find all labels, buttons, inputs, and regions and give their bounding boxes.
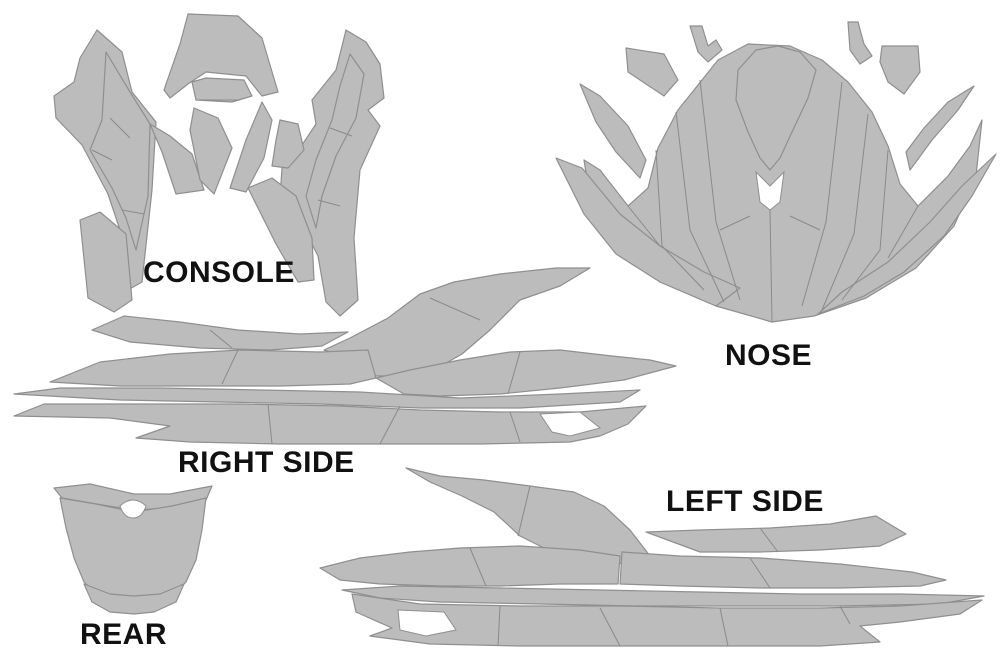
right-side-middle-strip	[49, 349, 377, 387]
nose-panel-right-fin-outer	[817, 153, 997, 315]
left-side-panels	[319, 467, 985, 647]
nose-panel-top-left-notch	[689, 25, 723, 63]
console-seam-lines	[91, 99, 353, 215]
nose-panel-top-right-tab	[879, 45, 921, 95]
nose-panel-top-right-notch	[847, 21, 873, 65]
console-panel-left-inner	[89, 51, 151, 251]
console-panel-right-strip	[271, 119, 305, 169]
left-side-middle-strip	[619, 551, 947, 589]
panel-shapes	[13, 13, 997, 647]
right-side-panels	[13, 267, 677, 445]
right-side-lower-strip	[13, 387, 641, 409]
right-side-label: RIGHT SIDE	[178, 446, 355, 479]
console-panel-right-bottom	[247, 177, 315, 283]
left-side-bottom-notch	[397, 609, 457, 637]
left-side-seam-lines	[469, 485, 851, 647]
nose-panel-top-left-tab	[625, 47, 679, 97]
left-side-bottom-strip	[351, 593, 983, 647]
console-panel-center-lower	[191, 77, 253, 103]
console-label: CONSOLE	[143, 256, 295, 289]
rear-panels	[53, 483, 213, 615]
console-panel-left-strip	[149, 123, 205, 195]
rear-cutout-hole	[119, 499, 147, 519]
nose-label: NOSE	[725, 339, 813, 372]
console-panel-center-left	[189, 107, 233, 195]
console-panel-center-top	[163, 13, 279, 99]
nose-panels	[555, 21, 997, 323]
right-side-upper-strip	[91, 315, 349, 351]
right-side-bottom-notch	[539, 411, 602, 437]
console-panel-center-right	[229, 101, 273, 193]
nose-panel-top-center	[735, 45, 817, 171]
nose-panel-right-top-wing	[905, 85, 975, 171]
left-side-label: LEFT SIDE	[666, 485, 824, 518]
rear-panel-main	[59, 497, 207, 605]
left-side-upper-strip	[645, 515, 907, 553]
console-panel-right-inner	[305, 53, 365, 229]
console-panels	[53, 13, 385, 317]
nose-panel-left-fin-outer	[555, 157, 741, 307]
left-side-front-panel	[319, 545, 621, 587]
right-side-seam-lines	[209, 297, 521, 445]
rear-panel-bottom-lip	[83, 583, 185, 615]
nose-panel-left-top-wing	[579, 83, 647, 179]
right-side-bottom-strip	[13, 403, 647, 445]
console-panel-left-bottom	[79, 211, 133, 313]
rear-label: REAR	[80, 618, 168, 651]
nose-vent-cutout	[755, 170, 785, 211]
right-side-front-panel	[375, 349, 677, 397]
left-side-lower-strip	[341, 585, 985, 607]
nose-seam-lines	[627, 79, 919, 323]
